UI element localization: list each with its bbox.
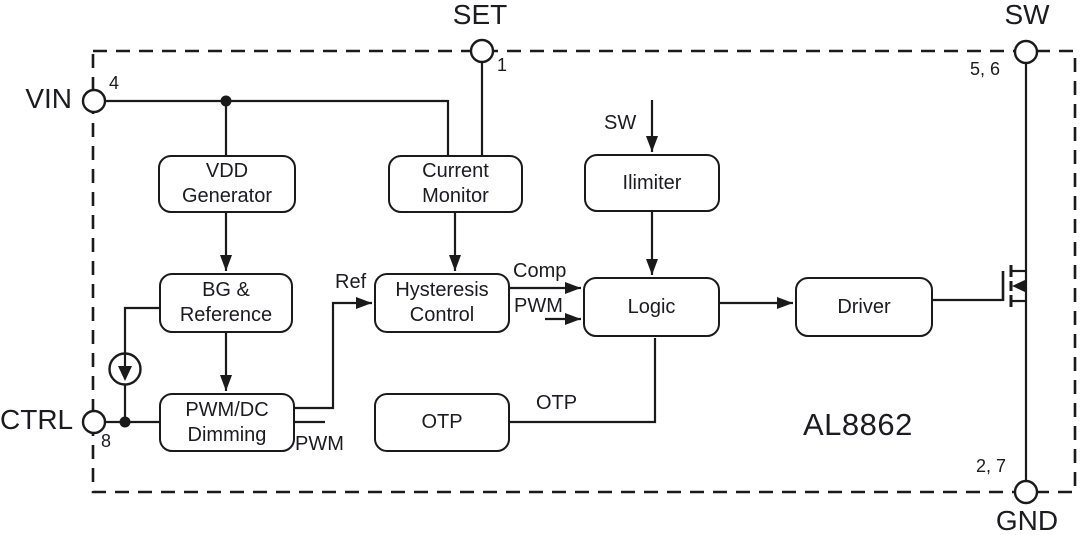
block-pwm-dc-dimming: PWM/DC Dimming (159, 393, 295, 452)
pin-number-gnd: 2, 7 (975, 456, 1006, 476)
block-ilimiter: Ilimiter (584, 154, 720, 212)
wire-otp-to-logic (510, 338, 657, 424)
signal-label-comp: Comp (513, 260, 567, 282)
nmos-transistor-icon (1001, 265, 1026, 307)
pin-label-gnd: GND (995, 505, 1059, 535)
block-driver: Driver (795, 277, 933, 337)
part-number-label: AL8862 (803, 407, 913, 442)
block-hysteresis-control: Hysteresis Control (374, 273, 510, 333)
pin-circle-set (469, 38, 495, 64)
signal-label-pwm-into-logic: PWM (514, 295, 563, 317)
pin-circle-ctrl (81, 409, 107, 435)
pin-label-set: SET (452, 0, 508, 30)
block-bg-reference: BG & Reference (159, 273, 293, 333)
pin-number-sw: 5, 6 (969, 59, 1000, 79)
pin-number-set: 1 (497, 55, 508, 75)
block-logic: Logic (583, 277, 720, 337)
pin-number-ctrl: 8 (101, 431, 112, 451)
wire-vin-to-current-monitor (105, 99, 450, 155)
pin-label-sw: SW (1004, 0, 1050, 30)
junction-dot-vin (220, 95, 232, 107)
signal-label-ref: Ref (335, 271, 367, 293)
signal-label-otp: OTP (536, 392, 578, 414)
pin-circle-gnd (1013, 479, 1039, 505)
block-otp: OTP (374, 393, 510, 452)
pin-label-vin: VIN (25, 83, 72, 114)
block-current-monitor: Current Monitor (388, 155, 523, 213)
pin-label-ctrl: CTRL (0, 404, 74, 435)
pin-number-vin: 4 (109, 73, 120, 93)
ic-boundary-dashed-border (91, 49, 1077, 494)
arrow-ref-dimming-to-hysteresis (295, 297, 372, 410)
signal-label-sw-internal: SW (604, 112, 637, 134)
current-source-symbol (108, 352, 142, 386)
pin-circle-vin (81, 88, 107, 114)
junction-dot-ctrl (119, 416, 131, 428)
signal-label-pwm-from-dimming: PWM (295, 433, 344, 455)
pin-circle-sw (1013, 39, 1039, 65)
block-vdd-generator: VDD Generator (158, 155, 296, 213)
